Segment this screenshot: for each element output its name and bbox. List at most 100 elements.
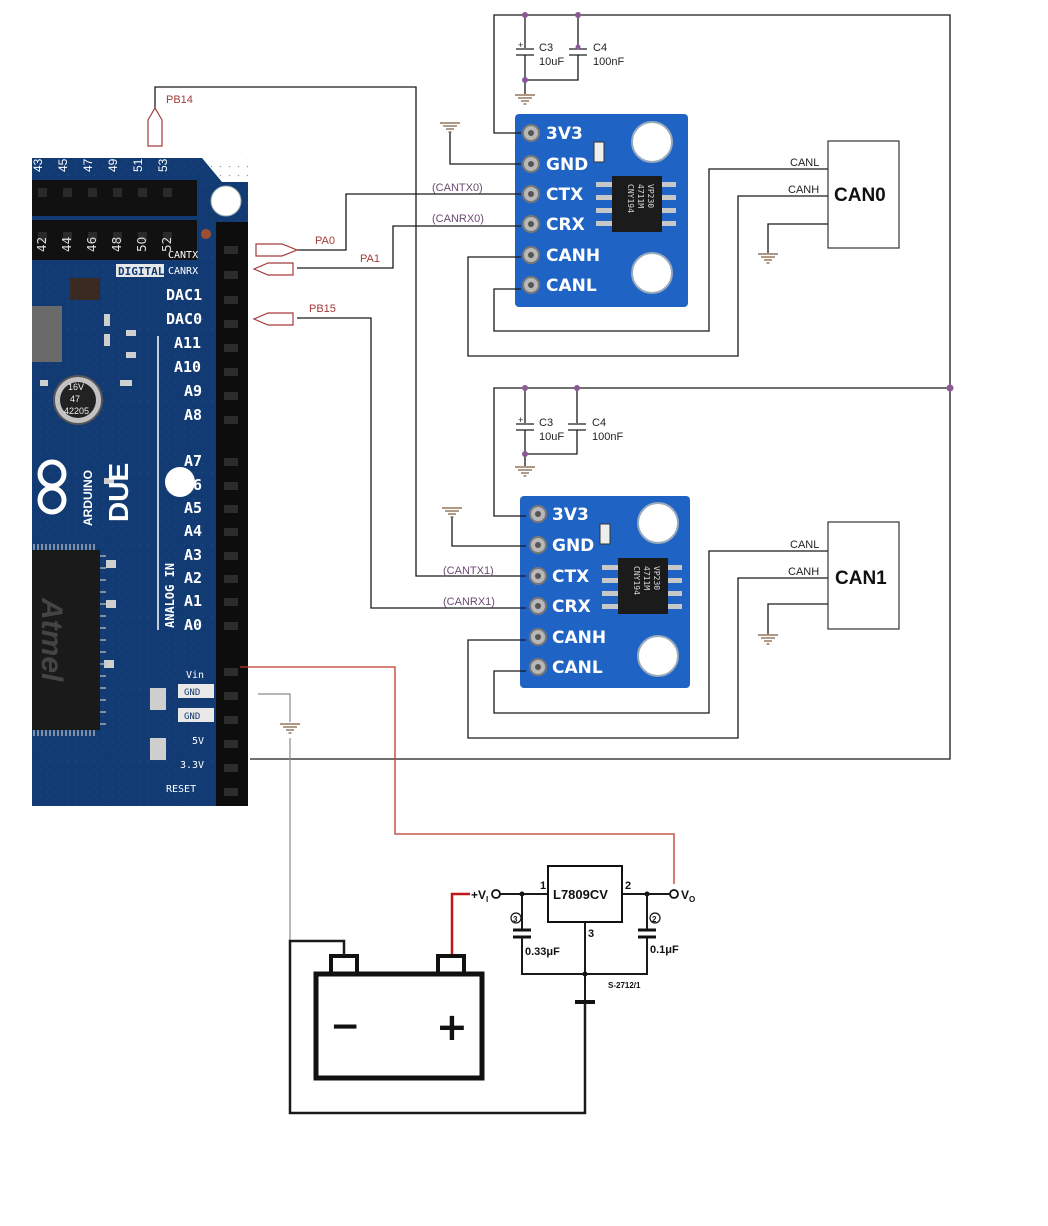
chip-mark: VP230 [646,184,655,208]
ground-symbol [757,253,779,264]
wire-pa0-cantx0 [297,193,521,251]
vout-label: VO [681,888,695,904]
regulator-pin3: 3 [588,928,594,940]
arduino-due-board: 43 45 47 49 51 53 42 44 46 48 50 52 CANT… [31,158,248,806]
can-transceiver-module-1: 3V3 GND CTX CRX CANH CANL VP230 4711M CN… [520,496,690,688]
module0-pin-canh: CANH [546,246,600,266]
regulator-pin2: 2 [625,880,631,892]
arduino-brand: ARDUINO [81,470,95,526]
wire-module1-gnd [451,517,526,547]
regulator-code: S-2712/1 [608,981,641,990]
wire-module0-gnd [449,132,521,165]
module0-pin-ctx: CTX [546,185,583,205]
chip-mark: VP230 [652,566,661,590]
chip-mark: 4711M [636,184,645,208]
can0-bus-box: CAN0 CANL CANH [788,140,900,249]
c4-value: 100nF [592,431,623,443]
pin-label-a0: A0 [184,616,202,634]
wire-can0-gnd [767,223,828,253]
battery-minus: − [330,1006,360,1047]
wire-battery-plus [450,892,470,956]
side-pin-header [216,222,248,806]
c3-value: 10uF [539,431,564,443]
decoupling-caps-module-0: + C3 10uF C4 100nF [514,12,624,105]
module0-transceiver-chip: VP230 4711M CNY194 [596,176,676,232]
bottom-pin-number: 44 [60,237,74,252]
pb14-port-arrow [147,106,163,147]
bottom-pin-number: 50 [135,237,149,252]
cap-in-value: 0.33μF [525,946,560,958]
mounting-hole [210,185,242,217]
svg-text:+: + [518,40,523,50]
module1-transceiver-chip: VP230 4711M CNY194 [602,558,682,614]
module1-pin-3v3: 3V3 [552,505,589,525]
can1-canh-label: CANH [788,566,819,578]
pin-label-a11: A11 [174,334,201,352]
can0-canh-label: CANH [788,184,819,196]
bottom-pin-number: 46 [85,237,99,252]
can1-title: CAN1 [835,568,887,589]
c4-value: 100nF [593,56,624,68]
ground-symbol [441,507,463,518]
button-component [32,306,62,362]
module1-pin-crx: CRX [552,597,591,617]
smd-resistor [599,523,611,545]
top-pin-number: 45 [56,158,70,172]
wire-3v3-module1 [493,387,950,517]
top-pin-number: 49 [106,158,120,172]
wire-pb15-canrx1 [297,317,526,609]
power-pin-3v3: 3.3V [180,760,204,771]
power-pin-gnd: GND [184,688,200,698]
cap-out-value: 0.1μF [650,944,679,956]
module1-pads [529,505,547,676]
can1-canl-label: CANL [790,539,819,551]
atmel-mcu-chip: Atmel [32,544,106,736]
chip-mark: 4711M [642,566,651,590]
voltage-regulator-circuit: L7809CV 1 2 3 3 2 0.33μF 0.1μF S-2712/1 … [450,865,695,1004]
wire-module1-canh [467,577,828,739]
electrolytic-capacitor: 16V 47 42205 [53,375,103,425]
bottom-pin-number: 48 [110,237,124,252]
module0-pin-canl: CANL [546,276,597,296]
analog-in-label: ANALOG IN [163,563,177,628]
mounting-hole [165,467,195,497]
wire-battery-minus [288,939,587,1115]
can1-bus-box: CAN1 CANL CANH [788,521,900,630]
signal-canrx1: (CANRX1) [443,596,495,608]
wire-pa1-canrx0 [297,225,521,269]
signal-cantx0: (CANTX0) [432,182,483,194]
power-pin-5v: 5V [192,736,204,747]
canrx-board-label: CANRX [168,266,198,277]
signal-pa1: PA1 [360,253,380,265]
mounting-hole [631,252,673,294]
power-pin-reset: RESET [166,784,196,795]
smd-component [70,278,100,300]
can0-title: CAN0 [834,185,886,206]
wire-module0-canl [493,168,828,332]
pb15-port-arrow [252,312,294,326]
top-pin-header-row1 [32,180,197,216]
signal-pa0: PA0 [315,235,335,247]
c4-label: C4 [592,417,606,429]
atmel-logo: Atmel [35,597,68,682]
pin-label-a10: A10 [174,358,201,376]
wire-can1-gnd [767,603,828,634]
wire-pb14-cantx1 [154,86,526,577]
wire-3v3-rail [250,14,951,760]
top-pin-number: 47 [81,158,95,172]
module0-pin-crx: CRX [546,215,585,235]
smd-resistor [593,141,605,163]
pin-label-a5: A5 [184,499,202,517]
module1-pin-canh: CANH [552,628,606,648]
via-dot [201,229,211,239]
battery-plus: + [436,1005,468,1049]
cap-in-number: 3 [513,915,518,924]
wire-board-gnd [258,693,291,722]
battery: − + [288,939,587,1115]
ground-symbol [757,634,779,645]
module1-pin-gnd: GND [552,536,594,556]
signal-pb15: PB15 [309,303,336,315]
c3-value: 10uF [539,56,564,68]
port-arrows [147,106,299,326]
mounting-hole [637,502,679,544]
